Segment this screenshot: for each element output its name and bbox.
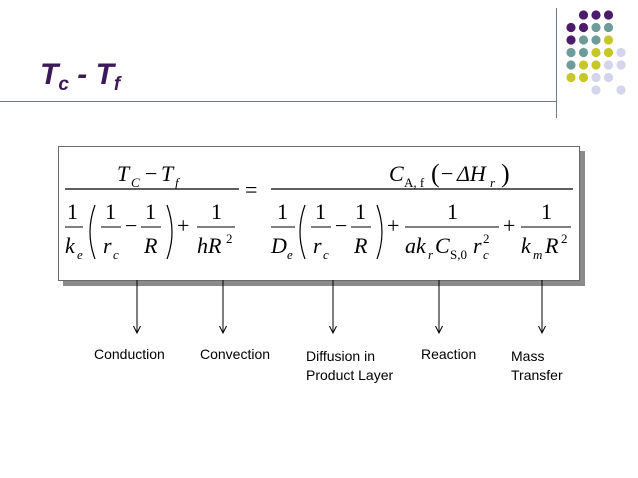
decorative-dot (591, 85, 601, 95)
svg-text:1: 1 (315, 199, 326, 224)
vertical-divider (556, 8, 557, 118)
svg-text:r: r (428, 247, 434, 262)
svg-text:R: R (353, 233, 368, 258)
svg-text:2: 2 (483, 231, 490, 246)
svg-text:e: e (287, 247, 293, 262)
decorative-dot (591, 47, 601, 58)
rhs-numerator-c: C (389, 161, 404, 186)
decorative-dot (603, 72, 614, 83)
svg-text:−: − (125, 213, 137, 238)
svg-text:2: 2 (226, 231, 233, 246)
svg-text:1: 1 (67, 199, 78, 224)
svg-text:r: r (103, 233, 112, 258)
svg-text:c: c (483, 247, 489, 262)
decorative-dot (603, 35, 614, 45)
decorative-dot (578, 72, 589, 83)
lhs-numerator-tf: T (161, 161, 175, 186)
equation-box: T C − T f = C A, f ( − ΔH r ) 1 k e 1 r … (58, 146, 580, 281)
svg-text:+: + (503, 213, 515, 238)
svg-text:f: f (175, 175, 181, 190)
svg-text:1: 1 (145, 199, 156, 224)
svg-text:k: k (521, 233, 532, 258)
svg-text:(: ( (431, 159, 440, 188)
decorative-dot (591, 35, 601, 45)
decorative-dot (566, 47, 576, 58)
label-convection: Convection (200, 346, 271, 362)
svg-text:R: R (544, 233, 559, 258)
svg-text:2: 2 (561, 231, 568, 246)
decorative-dot (578, 22, 589, 33)
decorative-dot (616, 60, 626, 70)
svg-text:c: c (323, 247, 329, 262)
svg-text:D: D (270, 233, 287, 258)
lhs-numerator-tc: T (117, 161, 131, 186)
svg-text:S,0: S,0 (450, 247, 467, 262)
svg-text:1: 1 (211, 199, 222, 224)
decorative-dot (578, 47, 589, 58)
svg-text:R: R (143, 233, 158, 258)
label-conduction: Conduction (94, 346, 165, 362)
decorative-dot (591, 10, 601, 20)
svg-text:A, f: A, f (404, 175, 425, 190)
svg-text:hR: hR (197, 233, 222, 258)
decorative-dot (591, 60, 601, 70)
svg-text:1: 1 (447, 199, 458, 224)
term-arrows (0, 280, 638, 340)
svg-text:e: e (77, 247, 83, 262)
decorative-dot (603, 10, 614, 20)
svg-text:+: + (387, 213, 399, 238)
horizontal-divider (0, 101, 556, 102)
equation: T C − T f = C A, f ( − ΔH r ) 1 k e 1 r … (65, 159, 573, 262)
svg-text:1: 1 (105, 199, 116, 224)
decorative-dot (603, 47, 614, 58)
decorative-dot (591, 22, 601, 33)
decorative-dot (591, 72, 601, 83)
svg-text:1: 1 (277, 199, 288, 224)
svg-text:c: c (113, 247, 119, 262)
svg-text:−: − (441, 161, 453, 186)
svg-text:m: m (533, 247, 542, 262)
svg-text:1: 1 (355, 199, 366, 224)
decorative-dot (578, 10, 589, 20)
equals-sign: = (245, 177, 257, 202)
decorative-dot (566, 35, 576, 45)
svg-text:): ) (501, 159, 510, 188)
decorative-dot (578, 35, 589, 45)
svg-text:+: + (177, 213, 189, 238)
svg-text:k: k (65, 233, 76, 258)
svg-text:−: − (335, 213, 347, 238)
svg-text:r: r (473, 233, 482, 258)
slide-title: Tc - Tf (40, 58, 121, 95)
decorative-dot (566, 72, 576, 83)
label-mass-transfer: Mass Transfer (511, 348, 563, 383)
svg-text:ak: ak (405, 233, 427, 258)
svg-text:1: 1 (541, 199, 552, 224)
decorative-dot (578, 60, 589, 70)
decorative-dot (603, 22, 614, 33)
svg-text:r: r (313, 233, 322, 258)
decorative-dot-grid (566, 10, 626, 95)
svg-text:r: r (490, 175, 496, 190)
svg-text:C: C (435, 233, 450, 258)
decorative-dot (616, 47, 626, 58)
label-reaction: Reaction (421, 346, 477, 362)
label-diffusion: Diffusion in Product Layer (306, 348, 394, 383)
svg-text:−: − (145, 161, 157, 186)
decorative-dot (616, 85, 626, 95)
decorative-dot (603, 60, 614, 70)
delta-h: ΔH (456, 161, 487, 186)
svg-text:C: C (131, 175, 140, 190)
decorative-dot (566, 60, 576, 70)
decorative-dot (566, 22, 576, 33)
